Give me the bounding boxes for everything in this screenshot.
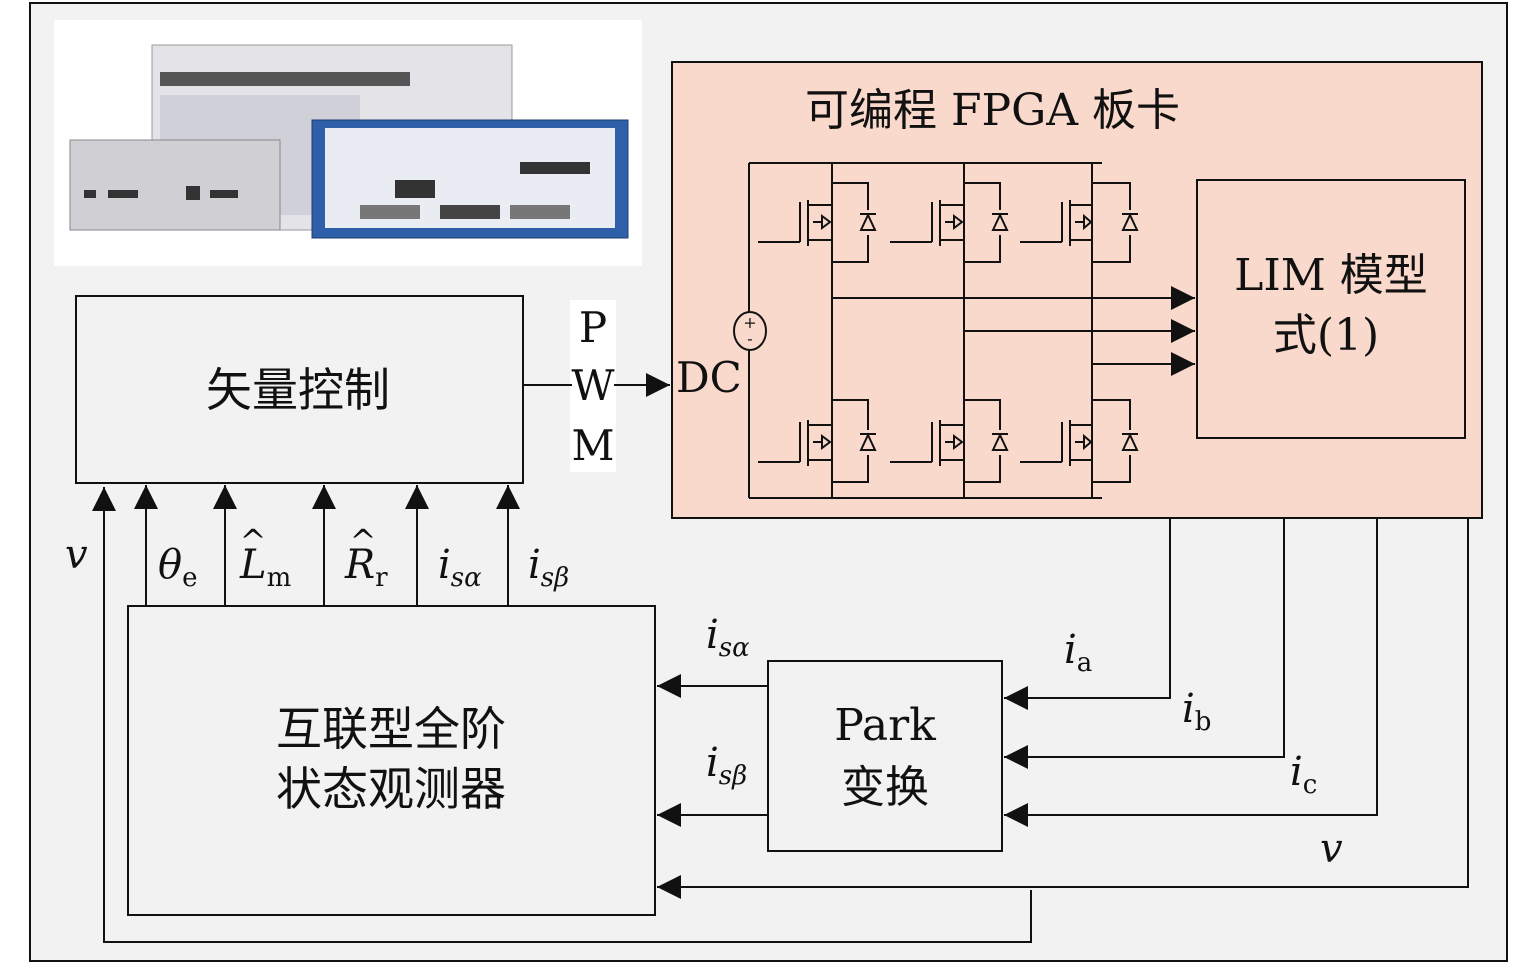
switch-lower-b [890, 399, 1009, 483]
label-i-s-alpha-park: isα [706, 612, 750, 663]
observer-to-control-arrows [134, 485, 520, 606]
dc-source-minus: - [747, 329, 752, 348]
label-i-s-alpha-top: isα [438, 542, 482, 593]
switch-upper-b [890, 182, 1009, 263]
label-i-c: ic [1290, 749, 1317, 800]
park-block [767, 660, 1003, 852]
switch-lower-a [758, 399, 877, 483]
vector-control-block [75, 295, 524, 484]
v-feedback-line [92, 487, 1032, 943]
switch-upper-c [1020, 182, 1139, 263]
switch-upper-a [758, 182, 877, 263]
park-label-line1: Park [834, 700, 936, 751]
fpga-label: 可编程 FPGA 板卡 [805, 85, 1180, 136]
label-lm-hat-accent: ^ [240, 522, 267, 560]
pwm-letter-m: M [571, 421, 614, 470]
park-to-observer-arrows [657, 674, 768, 827]
switch-lower-c [1020, 399, 1139, 483]
dc-source: + - [733, 311, 767, 351]
pwm-letter-w: W [571, 361, 615, 410]
label-i-s-beta-park: isβ [706, 740, 747, 791]
park-label-line2: 变换 [841, 762, 929, 813]
observer-label-line2: 状态观测器 [276, 762, 506, 816]
label-i-a: ia [1064, 627, 1092, 678]
observer-label-line1: 互联型全阶 [276, 702, 506, 756]
dc-label: DC [676, 353, 742, 402]
label-rr-hat-accent: ^ [350, 522, 377, 560]
lim-label-line2: 式(1) [1273, 310, 1379, 361]
hardware-photo [54, 20, 642, 266]
pwm-letter-p: P [579, 303, 607, 352]
label-v-left: v [65, 532, 88, 578]
lim-label-line1: LIM 模型 [1234, 250, 1428, 301]
label-lm-hat: Lm [239, 542, 291, 593]
label-theta-e: θe [158, 542, 197, 593]
label-i-s-beta-top: isβ [528, 542, 569, 593]
phase-output-arrows [832, 286, 1195, 376]
vector-control-label: 矢量控制 [206, 363, 390, 417]
measurement-lines [657, 518, 1469, 899]
observer-block [127, 605, 656, 916]
lim-model-block [1196, 179, 1466, 439]
label-rr-hat: Rr [344, 542, 388, 593]
label-v-right: v [1320, 826, 1343, 872]
dc-source-plus: + [743, 313, 756, 332]
pwm-label-bg [570, 300, 616, 472]
label-i-b: ib [1182, 686, 1211, 737]
inverter-bridge [748, 162, 1102, 499]
